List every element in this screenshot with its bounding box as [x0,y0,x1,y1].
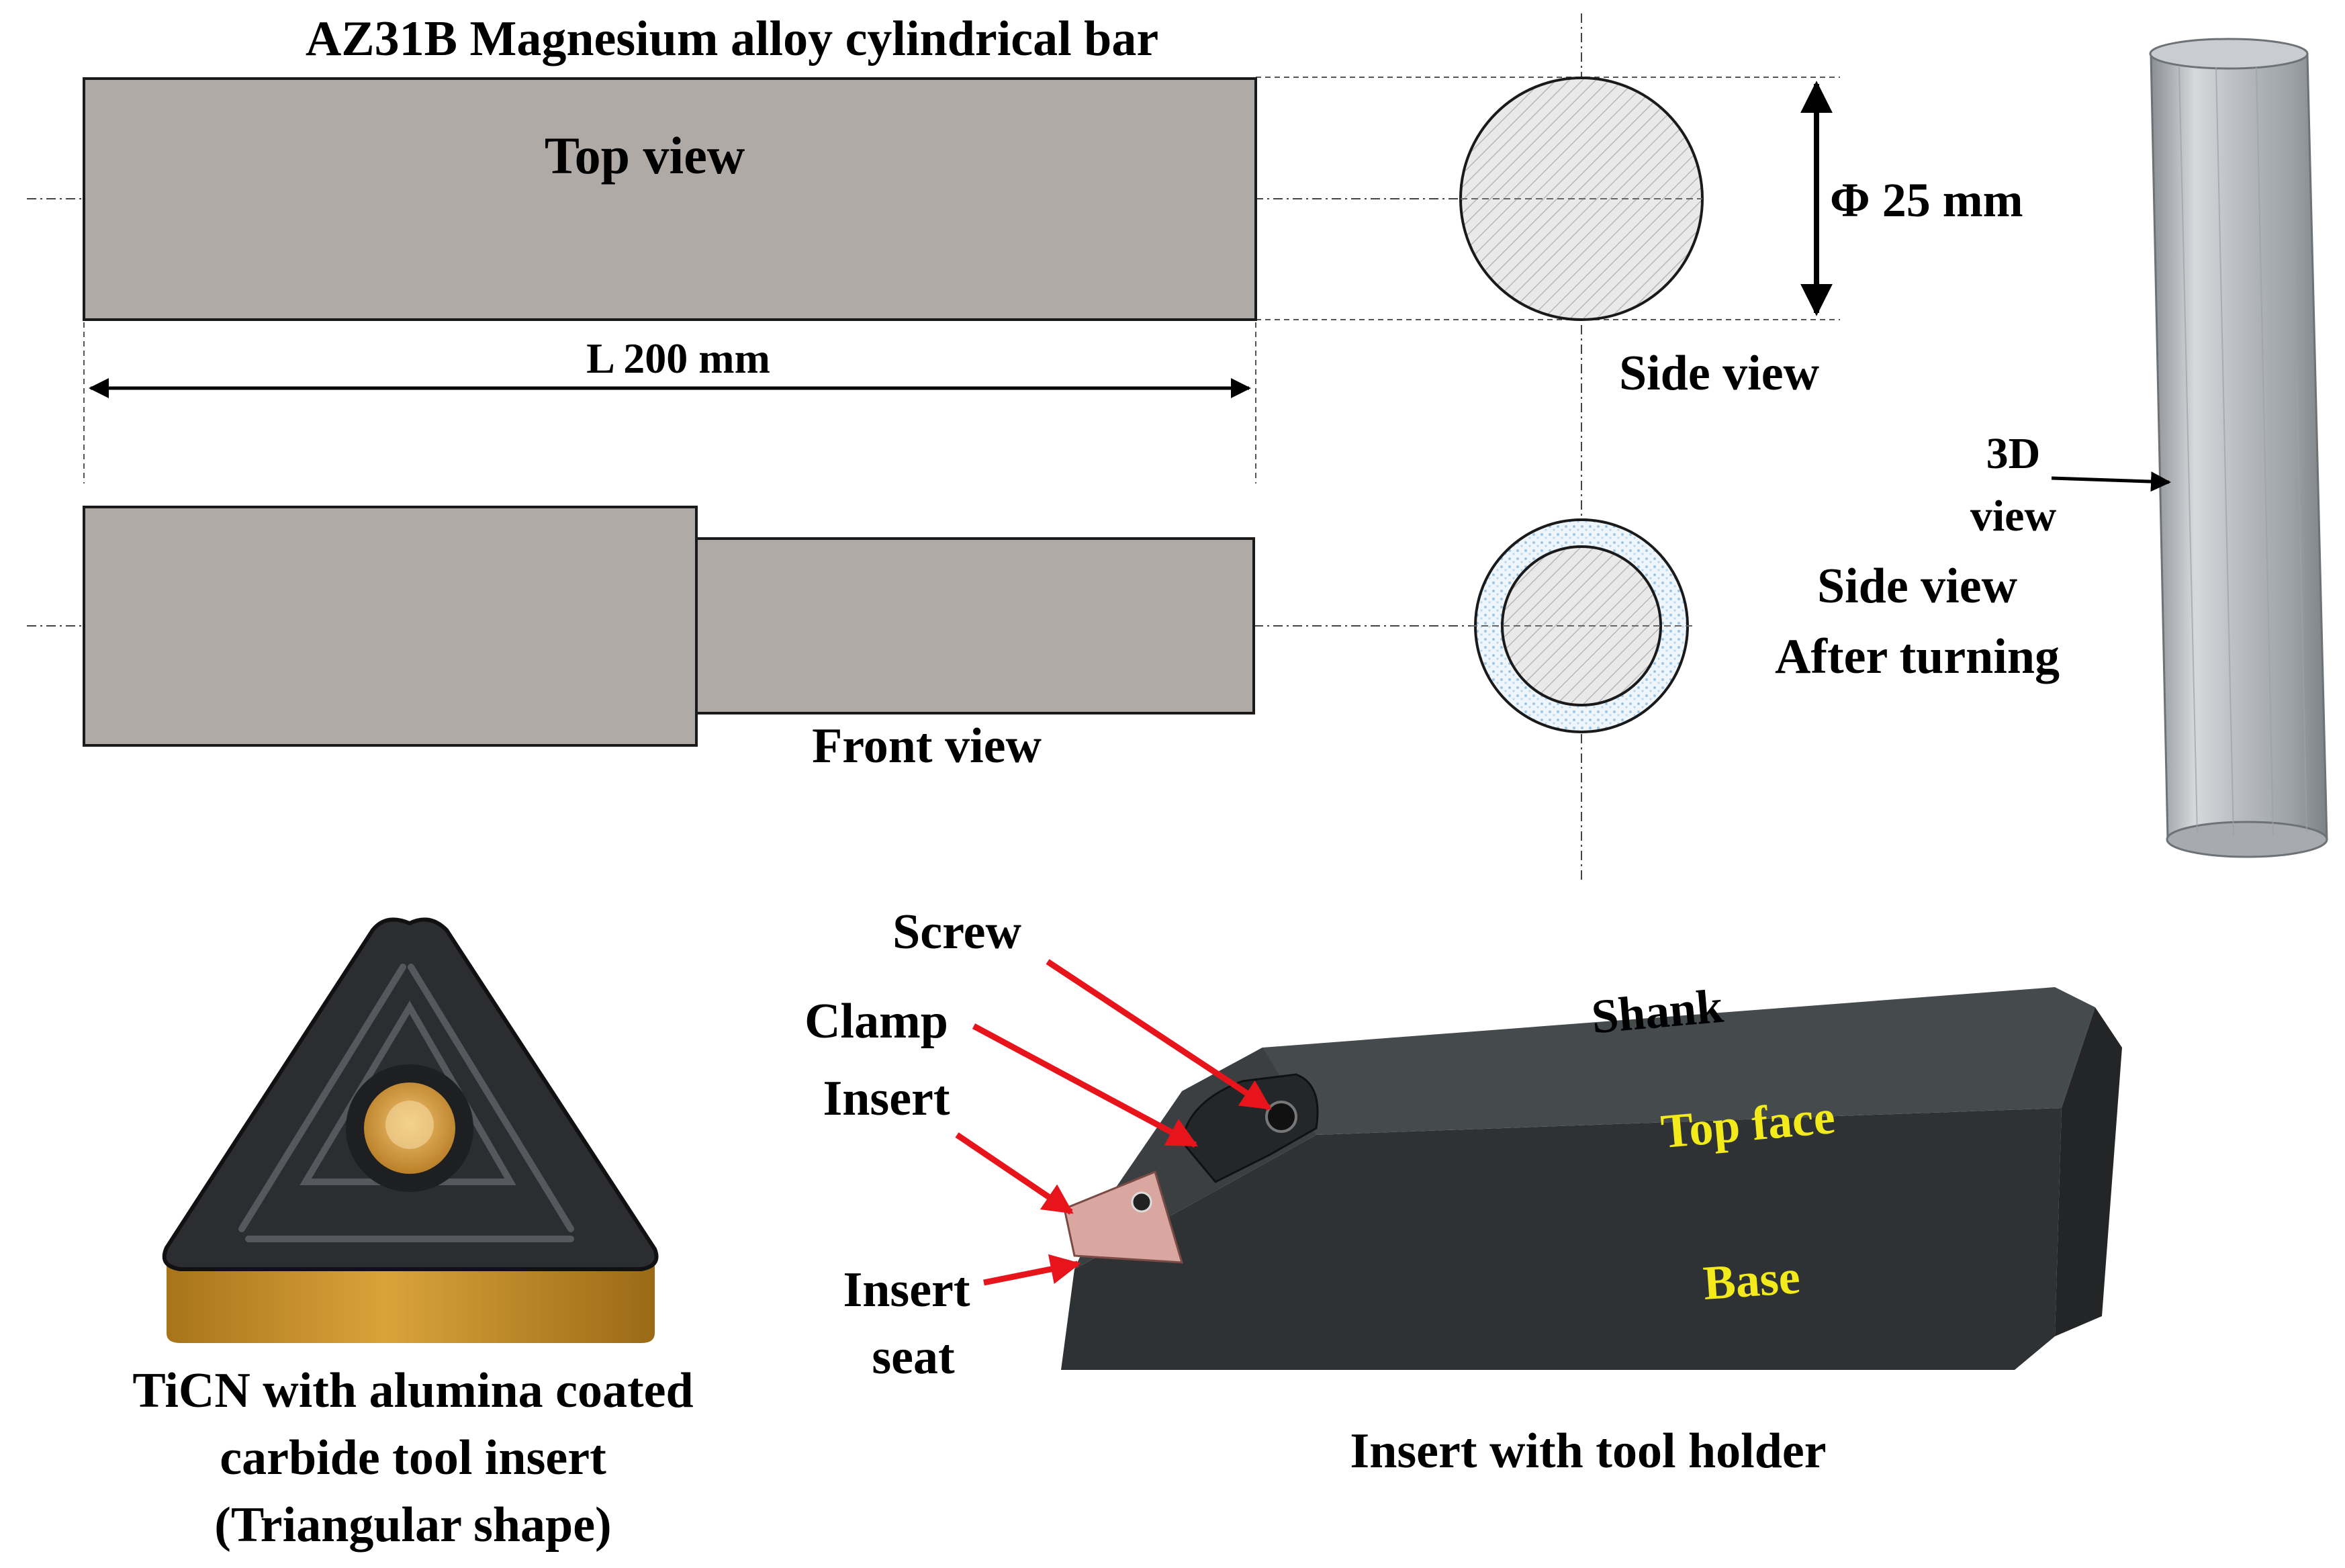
top-view-bar [83,77,1257,321]
insert-caption-line1: TiCN with alumina coated [132,1363,693,1418]
insert-caption-line3: (Triangular shape) [214,1497,611,1553]
view3d-label-line2: view [1970,492,2057,541]
front-view-turned-section [695,537,1255,714]
base-label: Base [1702,1250,1802,1310]
tool-holder-illustration [1061,987,2122,1370]
holder-caption: Insert with tool holder [1350,1424,1826,1479]
diameter-dimension-label: Φ 25 mm [1830,173,2023,227]
clamp-callout-arrow [972,1023,1198,1148]
figure-title: AZ31B Magnesium alloy cylindrical bar [306,11,1158,66]
insert-caption-line2: carbide tool insert [220,1430,606,1485]
carbide-insert-illustration [162,917,659,1343]
screw-label: Screw [892,905,1021,960]
side-view-after-label-line2: After turning [1775,629,2060,684]
front-view-unturned-section [83,506,698,747]
shank-label: Shank [1590,979,1725,1044]
insert-seat-callout-arrow [983,1254,1081,1286]
front-view-bar [83,506,1255,747]
insert-seat-label-line1: Insert [843,1262,970,1318]
top-view-label: Top view [545,126,745,185]
side-view-label: Side view [1619,346,1820,401]
clamp-label: Clamp [804,994,948,1049]
rod-3d-illustration [2149,38,2328,858]
side-view-after-label-line1: Side view [1817,559,2018,614]
insert-callout-arrow [955,1132,1074,1215]
screw-callout-arrow [1046,959,1272,1111]
callout-arrows [955,959,1272,1286]
front-view-label: Front view [812,719,1042,774]
view3d-label-line1: 3D [1986,429,2041,478]
insert-seat-label-line2: seat [872,1330,955,1385]
view3d-pointer-arrow [2051,471,2171,492]
insert-label: Insert [823,1071,950,1126]
screw-icon [1265,1101,1297,1133]
extension-lines [83,77,1840,483]
length-dimension-label: L 200 mm [586,334,770,382]
